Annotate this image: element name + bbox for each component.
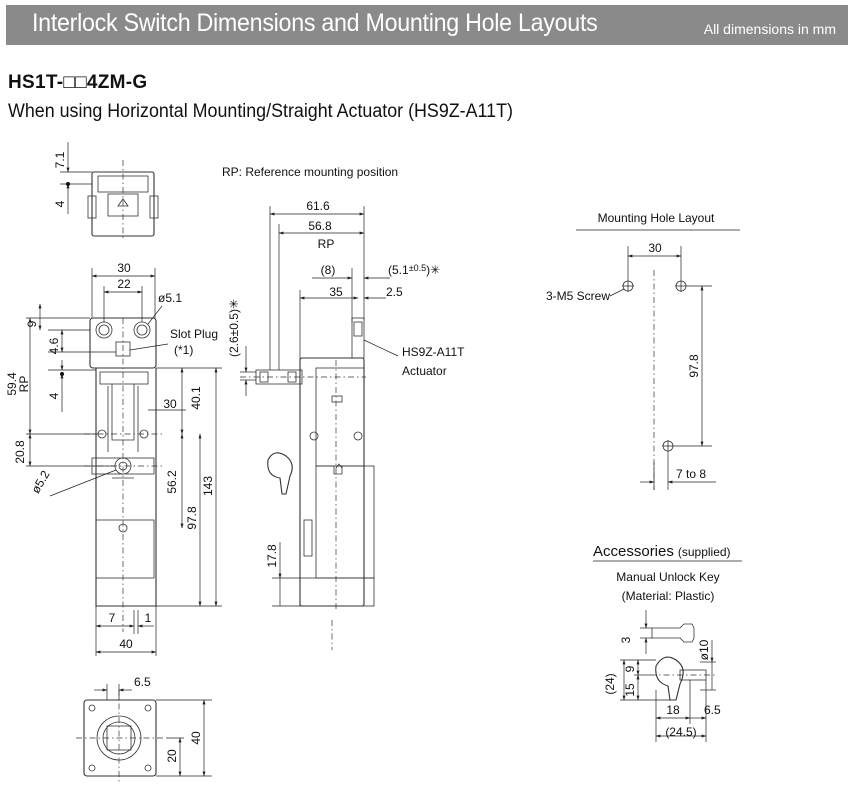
- mounting-hole-layout: Mounting Hole Layout 30 97.8 7 to 8 3-M5…: [546, 211, 740, 490]
- accessories-title: Accessories(supplied): [593, 543, 731, 560]
- dim-label: 143: [201, 476, 215, 496]
- front-view: 7.1 4 30 22 ø5.1: [5, 142, 222, 656]
- dim-label: 7 to 8: [676, 467, 706, 481]
- dim-label: 4.6: [47, 337, 61, 354]
- accessories: Accessories(supplied) Manual Unlock Key …: [593, 543, 742, 742]
- dim-label: 17.8: [265, 544, 279, 568]
- dim-label: 22: [117, 277, 131, 291]
- dim-label: (2.6±0.5)✳: [227, 299, 241, 357]
- dim-label: (5.1±0.5)✳: [388, 263, 440, 277]
- dim-label: 7.1: [53, 151, 67, 168]
- dim-label: 30: [163, 397, 177, 411]
- dim-label: 3: [619, 636, 633, 643]
- subtitle: When using Horizontal Mounting/Straight …: [8, 101, 513, 122]
- dim-label: 59.4: [5, 372, 19, 396]
- dim-label: ø10: [697, 639, 711, 660]
- dim-label: (24.5): [665, 725, 696, 739]
- dim-label: ø5.1: [158, 291, 182, 305]
- dim-label: RP: [318, 237, 335, 251]
- dim-label: 2.5: [386, 285, 403, 299]
- dim-label: (8): [321, 263, 336, 277]
- dim-label: 18: [666, 703, 680, 717]
- mounting-hole-layout-title: Mounting Hole Layout: [598, 211, 715, 225]
- units-note: All dimensions in mm: [703, 21, 836, 37]
- dim-label: 7: [109, 611, 116, 625]
- dim-label: 56.8: [308, 219, 332, 233]
- dim-label: 15: [623, 683, 637, 697]
- dim-label: 40: [119, 637, 133, 651]
- dim-label: 97.8: [687, 354, 701, 378]
- dim-label: ø5.2: [28, 468, 52, 496]
- slot-plug-label: Slot Plug: [170, 327, 218, 341]
- screw-label: 3-M5 Screw: [546, 289, 610, 303]
- slot-plug-note: (*1): [174, 343, 193, 357]
- dim-label: 20.8: [13, 440, 27, 464]
- dim-label: 61.6: [306, 199, 330, 213]
- dim-label: 4: [53, 200, 67, 207]
- page-title: Interlock Switch Dimensions and Mounting…: [32, 9, 598, 37]
- dim-label: 40.1: [189, 386, 203, 410]
- accessory-material: (Material: Plastic): [622, 589, 715, 603]
- dim-label: 56.2: [165, 470, 179, 494]
- header-bar: Interlock Switch Dimensions and Mounting…: [6, 5, 848, 45]
- accessory-name: Manual Unlock Key: [616, 570, 719, 584]
- actuator-model-label: HS9Z-A11T: [402, 345, 465, 359]
- reference-note: RP: Reference mounting position: [222, 165, 398, 179]
- side-view: 61.6 56.8 RP (8) (5.1±0.5)✳ 35 2.5 (2.6±…: [227, 199, 465, 650]
- dim-label: 30: [117, 261, 131, 275]
- dim-label: 6.5: [134, 675, 151, 689]
- dim-label: 20: [165, 749, 179, 763]
- dim-label: 35: [329, 285, 343, 299]
- actuator-label: Actuator: [402, 364, 447, 378]
- dim-label: (24): [603, 673, 617, 694]
- dim-label: 9: [25, 320, 39, 327]
- dim-label: 40: [189, 731, 203, 745]
- dim-label: 9: [623, 665, 637, 672]
- dim-label: RP: [17, 376, 31, 393]
- dim-label: 4: [47, 392, 61, 399]
- dim-label: 6.5: [704, 703, 721, 717]
- dim-label: 1: [145, 611, 152, 625]
- bottom-view: 6.5 20 40: [76, 675, 212, 782]
- dim-label: 97.8: [185, 506, 199, 530]
- model-number: HS1T-□□4ZM-G: [8, 72, 148, 93]
- dim-label: 30: [648, 241, 662, 255]
